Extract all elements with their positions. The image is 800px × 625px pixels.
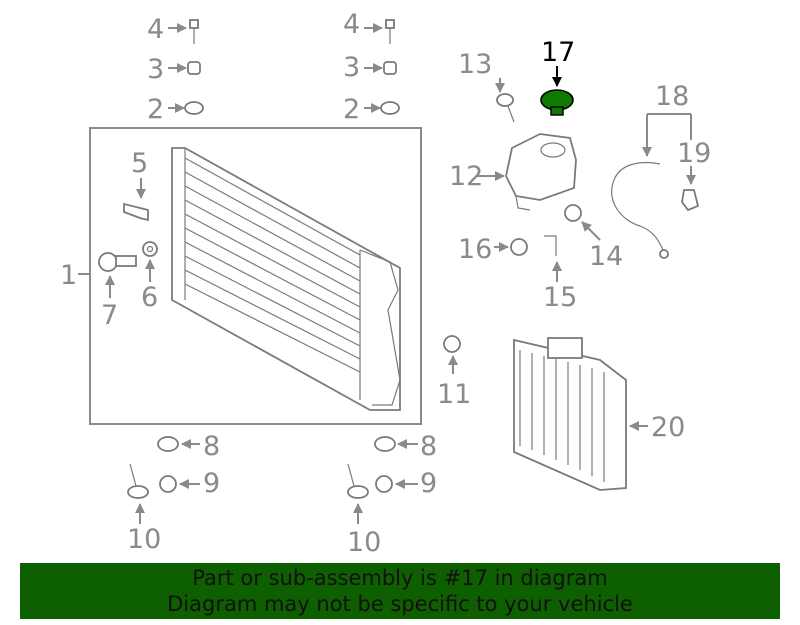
callout-14: 14 — [589, 241, 623, 272]
radiator-20[interactable] — [513, 337, 627, 491]
callout-3a: 3 — [147, 54, 164, 85]
nut-9b[interactable] — [375, 475, 393, 493]
banner-line-2: Diagram may not be specific to your vehi… — [167, 592, 633, 616]
nut-9a[interactable] — [159, 475, 177, 493]
bushing-8a[interactable] — [157, 436, 179, 452]
bushing-8b[interactable] — [374, 436, 396, 452]
callout-9a: 9 — [203, 468, 220, 499]
callout-2a: 2 — [147, 94, 164, 125]
callout-5: 5 — [131, 148, 148, 179]
callout-8a: 8 — [203, 431, 220, 462]
cap-2b[interactable] — [380, 101, 400, 115]
info-banner: Part or sub-assembly is #17 in diagram D… — [20, 563, 780, 619]
callout-19: 19 — [677, 138, 711, 169]
radiator-assembly-box — [89, 127, 422, 425]
sensor-5[interactable] — [123, 202, 149, 222]
parts-diagram: 4 3 2 4 3 2 5 1 6 7 8 9 10 8 9 10 11 12 … — [60, 9, 711, 558]
callout-17: 17 — [541, 37, 575, 68]
callout-18: 18 — [655, 81, 689, 112]
hose-18[interactable] — [611, 161, 669, 259]
bolt-10b[interactable] — [347, 463, 369, 499]
callout-2b: 2 — [343, 94, 360, 125]
cap-14[interactable] — [564, 204, 582, 222]
bolt-4a[interactable] — [189, 19, 199, 44]
callout-6: 6 — [141, 282, 158, 313]
callout-7: 7 — [101, 300, 118, 331]
bolt-13[interactable] — [496, 93, 515, 123]
clip-11[interactable] — [443, 335, 461, 353]
callout-8b: 8 — [420, 431, 437, 462]
callout-13: 13 — [458, 49, 492, 80]
callout-12: 12 — [449, 161, 483, 192]
washer-6[interactable] — [142, 241, 158, 257]
callout-1: 1 — [60, 260, 77, 291]
nut-16[interactable] — [510, 238, 528, 256]
cap-2a[interactable] — [184, 101, 204, 115]
callout-10b: 10 — [347, 527, 381, 558]
callout-4a: 4 — [147, 14, 164, 45]
reservoir-12[interactable] — [505, 133, 577, 211]
callout-9b: 9 — [420, 468, 437, 499]
radiator-part[interactable] — [171, 147, 401, 411]
bolt-4b[interactable] — [385, 19, 395, 44]
grommet-3b[interactable] — [383, 61, 397, 75]
bracket-15[interactable] — [544, 235, 557, 256]
bolt-7[interactable] — [98, 252, 137, 272]
callout-10a: 10 — [127, 524, 161, 555]
callout-20: 20 — [651, 412, 685, 443]
callout-16: 16 — [458, 234, 492, 265]
callout-3b: 3 — [343, 52, 360, 83]
callout-4b: 4 — [343, 9, 360, 40]
callout-11: 11 — [437, 379, 471, 410]
callout-15: 15 — [543, 282, 577, 313]
bolt-10a[interactable] — [127, 463, 149, 499]
clip-19[interactable] — [681, 189, 700, 212]
cap-17-highlighted[interactable] — [540, 89, 574, 116]
banner-line-1: Part or sub-assembly is #17 in diagram — [192, 566, 608, 590]
grommet-3a[interactable] — [187, 61, 201, 75]
